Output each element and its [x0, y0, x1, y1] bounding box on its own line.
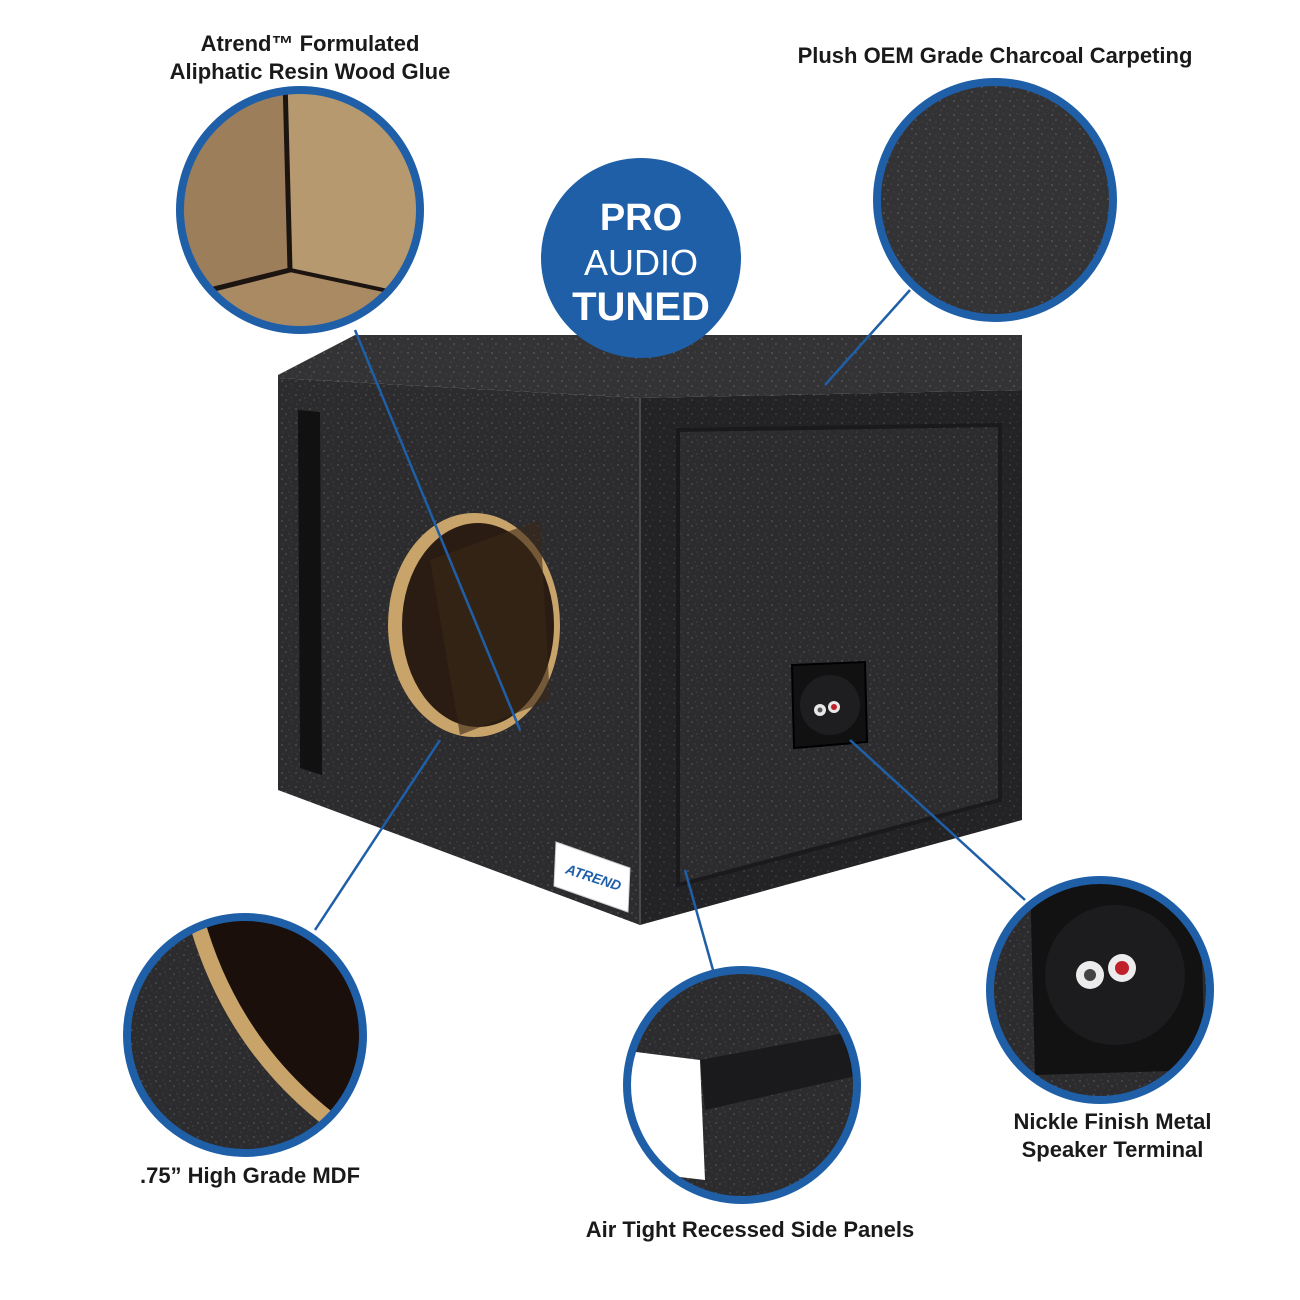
panels-label-line-1: Air Tight Recessed Side Panels [585, 1217, 915, 1242]
terminal-label-line-1: Nickle Finish Metal [1013, 1109, 1212, 1134]
glue-connector [353, 329, 522, 731]
terminal-detail-circle [986, 876, 1214, 1104]
panels-detail-circle [623, 966, 861, 1204]
subwoofer-box [278, 335, 1022, 925]
carpet-label-line-1: Plush OEM Grade Charcoal Carpeting [797, 43, 1193, 68]
mdf-callout-label: .75” High Grade MDF [110, 1162, 390, 1190]
logo-sticker [553, 841, 631, 913]
terminal-connector [849, 739, 1026, 901]
badge-line-1: PRO [600, 197, 682, 239]
glue-detail-circle [176, 86, 424, 334]
port-hole-inner-panel [430, 520, 550, 735]
glue-label-line-2: Aliphatic Resin Wood Glue [169, 59, 451, 84]
panels-connector [683, 869, 715, 971]
glue-callout-label: Atrend™ Formulated Aliphatic Resin Wood … [140, 30, 480, 86]
box-front-slot [298, 410, 322, 775]
terminal-callout-label: Nickle Finish Metal Speaker Terminal [990, 1108, 1235, 1164]
terminal-cup [790, 660, 869, 750]
box-top-face [278, 335, 1022, 398]
carpet-connector [824, 289, 911, 386]
terminal-label-line-2: Speaker Terminal [1021, 1137, 1204, 1162]
mdf-detail-circle [123, 913, 367, 1157]
callout-lines [313, 289, 1026, 971]
glue-label-line-1: Atrend™ Formulated [200, 31, 420, 56]
box-recessed-panel [676, 422, 1002, 888]
carpet-detail-circle [873, 78, 1117, 322]
carpet-callout-label: Plush OEM Grade Charcoal Carpeting [760, 42, 1230, 70]
pro-audio-tuned-badge: PRO AUDIO TUNED [541, 158, 741, 358]
mdf-connector [313, 739, 442, 931]
badge-line-2: AUDIO [584, 242, 698, 283]
badge-line-3: TUNED [572, 285, 710, 329]
panels-callout-label: Air Tight Recessed Side Panels [555, 1216, 945, 1244]
mdf-label-line-1: .75” High Grade MDF [139, 1163, 361, 1188]
